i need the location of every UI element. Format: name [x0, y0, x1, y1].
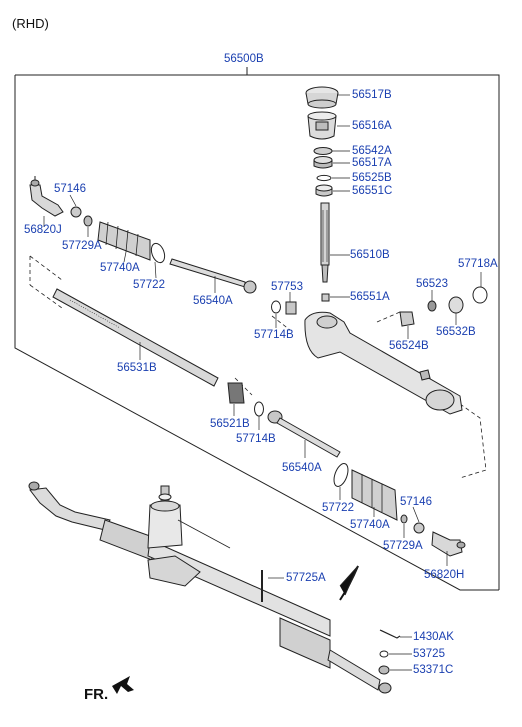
yoke-plug[interactable]	[399, 311, 415, 327]
part-label-53371c[interactable]: 53371C	[413, 664, 454, 676]
lock-washer-right[interactable]	[254, 401, 264, 417]
lock-nut-left[interactable]	[70, 206, 82, 218]
part-label-57740a_r[interactable]: 57740A	[350, 519, 390, 531]
part-label-56516a[interactable]: 56516A	[352, 120, 392, 132]
band-left[interactable]	[149, 242, 167, 265]
part-label-57722_r[interactable]: 57722	[322, 502, 354, 514]
part-label-56531b[interactable]: 56531B	[117, 362, 157, 374]
snap-ring[interactable]	[316, 174, 332, 182]
lock-washer-left[interactable]	[271, 300, 281, 314]
pinion-plug[interactable]	[315, 184, 333, 197]
part-label-57714b_r[interactable]: 57714B	[236, 433, 276, 445]
part-label-57722_l[interactable]: 57722	[133, 279, 165, 291]
front-direction-label: FR.	[84, 686, 109, 703]
part-label-57146_r[interactable]: 57146	[400, 496, 432, 508]
part-label-56524b[interactable]: 56524B	[389, 340, 429, 352]
clip-left[interactable]	[83, 215, 93, 227]
direction-arrow	[339, 565, 359, 601]
part-label-57718a[interactable]: 57718A	[458, 258, 498, 270]
clip-right[interactable]	[400, 514, 408, 524]
part-label-56820j[interactable]: 56820J	[24, 224, 62, 236]
part-label-56820h[interactable]: 56820H	[424, 569, 465, 581]
washer[interactable]	[379, 650, 389, 658]
assembly-boundary	[14, 67, 500, 591]
rack-bushing[interactable]	[227, 382, 245, 404]
bellows-boot-right[interactable]	[351, 469, 398, 521]
band-right[interactable]	[331, 462, 350, 489]
inner-tie-rod-left[interactable]	[169, 258, 257, 294]
inner-tie-rod-right[interactable]	[267, 410, 341, 458]
assembly-number-label[interactable]: 56500B	[224, 53, 264, 65]
part-label-53725[interactable]: 53725	[413, 648, 445, 660]
part-label-57729a_l[interactable]: 57729A	[62, 240, 102, 252]
part-label-1430ak[interactable]: 1430AK	[413, 631, 454, 643]
tie-rod-end-right[interactable]	[431, 531, 466, 557]
part-label-56540a_r[interactable]: 56540A	[282, 462, 322, 474]
lock-nut-right[interactable]	[413, 522, 425, 534]
part-label-56517a[interactable]: 56517A	[352, 157, 392, 169]
bellows-boot-left[interactable]	[97, 221, 151, 261]
part-label-57729a_r[interactable]: 57729A	[383, 540, 423, 552]
castle-nut[interactable]	[378, 665, 390, 675]
part-label-56523[interactable]: 56523	[416, 278, 448, 290]
part-label-56542a[interactable]: 56542A	[352, 145, 392, 157]
part-label-56540a_l[interactable]: 56540A	[193, 295, 233, 307]
part-label-57714b_l[interactable]: 57714B	[254, 329, 294, 341]
pinion-bearing[interactable]	[313, 156, 333, 169]
part-label-56517b[interactable]: 56517B	[352, 89, 392, 101]
leader-lines	[43, 94, 482, 671]
steering-gear-assembly-view	[28, 481, 392, 694]
fr-arrow-icon	[112, 676, 134, 694]
pinion-oil-seal[interactable]	[313, 147, 333, 155]
tie-rod-end-left[interactable]	[29, 176, 64, 217]
part-label-56551c[interactable]: 56551C	[352, 185, 393, 197]
part-label-57753[interactable]: 57753	[271, 281, 303, 293]
cotter-pin[interactable]	[379, 629, 401, 639]
part-label-56532b[interactable]: 56532B	[436, 326, 476, 338]
pinion-shaft[interactable]	[320, 202, 330, 283]
pinion-lower-bearing[interactable]	[321, 293, 330, 302]
part-label-56521b[interactable]: 56521B	[210, 418, 250, 430]
part-label-56525b[interactable]: 56525B	[352, 172, 392, 184]
yoke-nut[interactable]	[448, 296, 464, 314]
stopper-clip[interactable]	[285, 301, 297, 315]
pinion-valve-housing[interactable]	[307, 111, 337, 140]
rhd-variant-label: (RHD)	[12, 16, 49, 31]
part-label-57146_l[interactable]: 57146	[54, 183, 86, 195]
yoke-spring[interactable]	[427, 300, 437, 312]
rack-bar[interactable]	[52, 288, 219, 387]
gear-housing[interactable]	[304, 311, 463, 415]
dashed-guide-lines	[29, 255, 487, 479]
pinion-seal-cap[interactable]	[305, 86, 339, 109]
support-ring[interactable]	[472, 286, 488, 304]
part-label-56551a[interactable]: 56551A	[350, 291, 390, 303]
part-label-57725a[interactable]: 57725A	[286, 572, 326, 584]
part-label-56510b[interactable]: 56510B	[350, 249, 390, 261]
part-label-57740a_l[interactable]: 57740A	[100, 262, 140, 274]
